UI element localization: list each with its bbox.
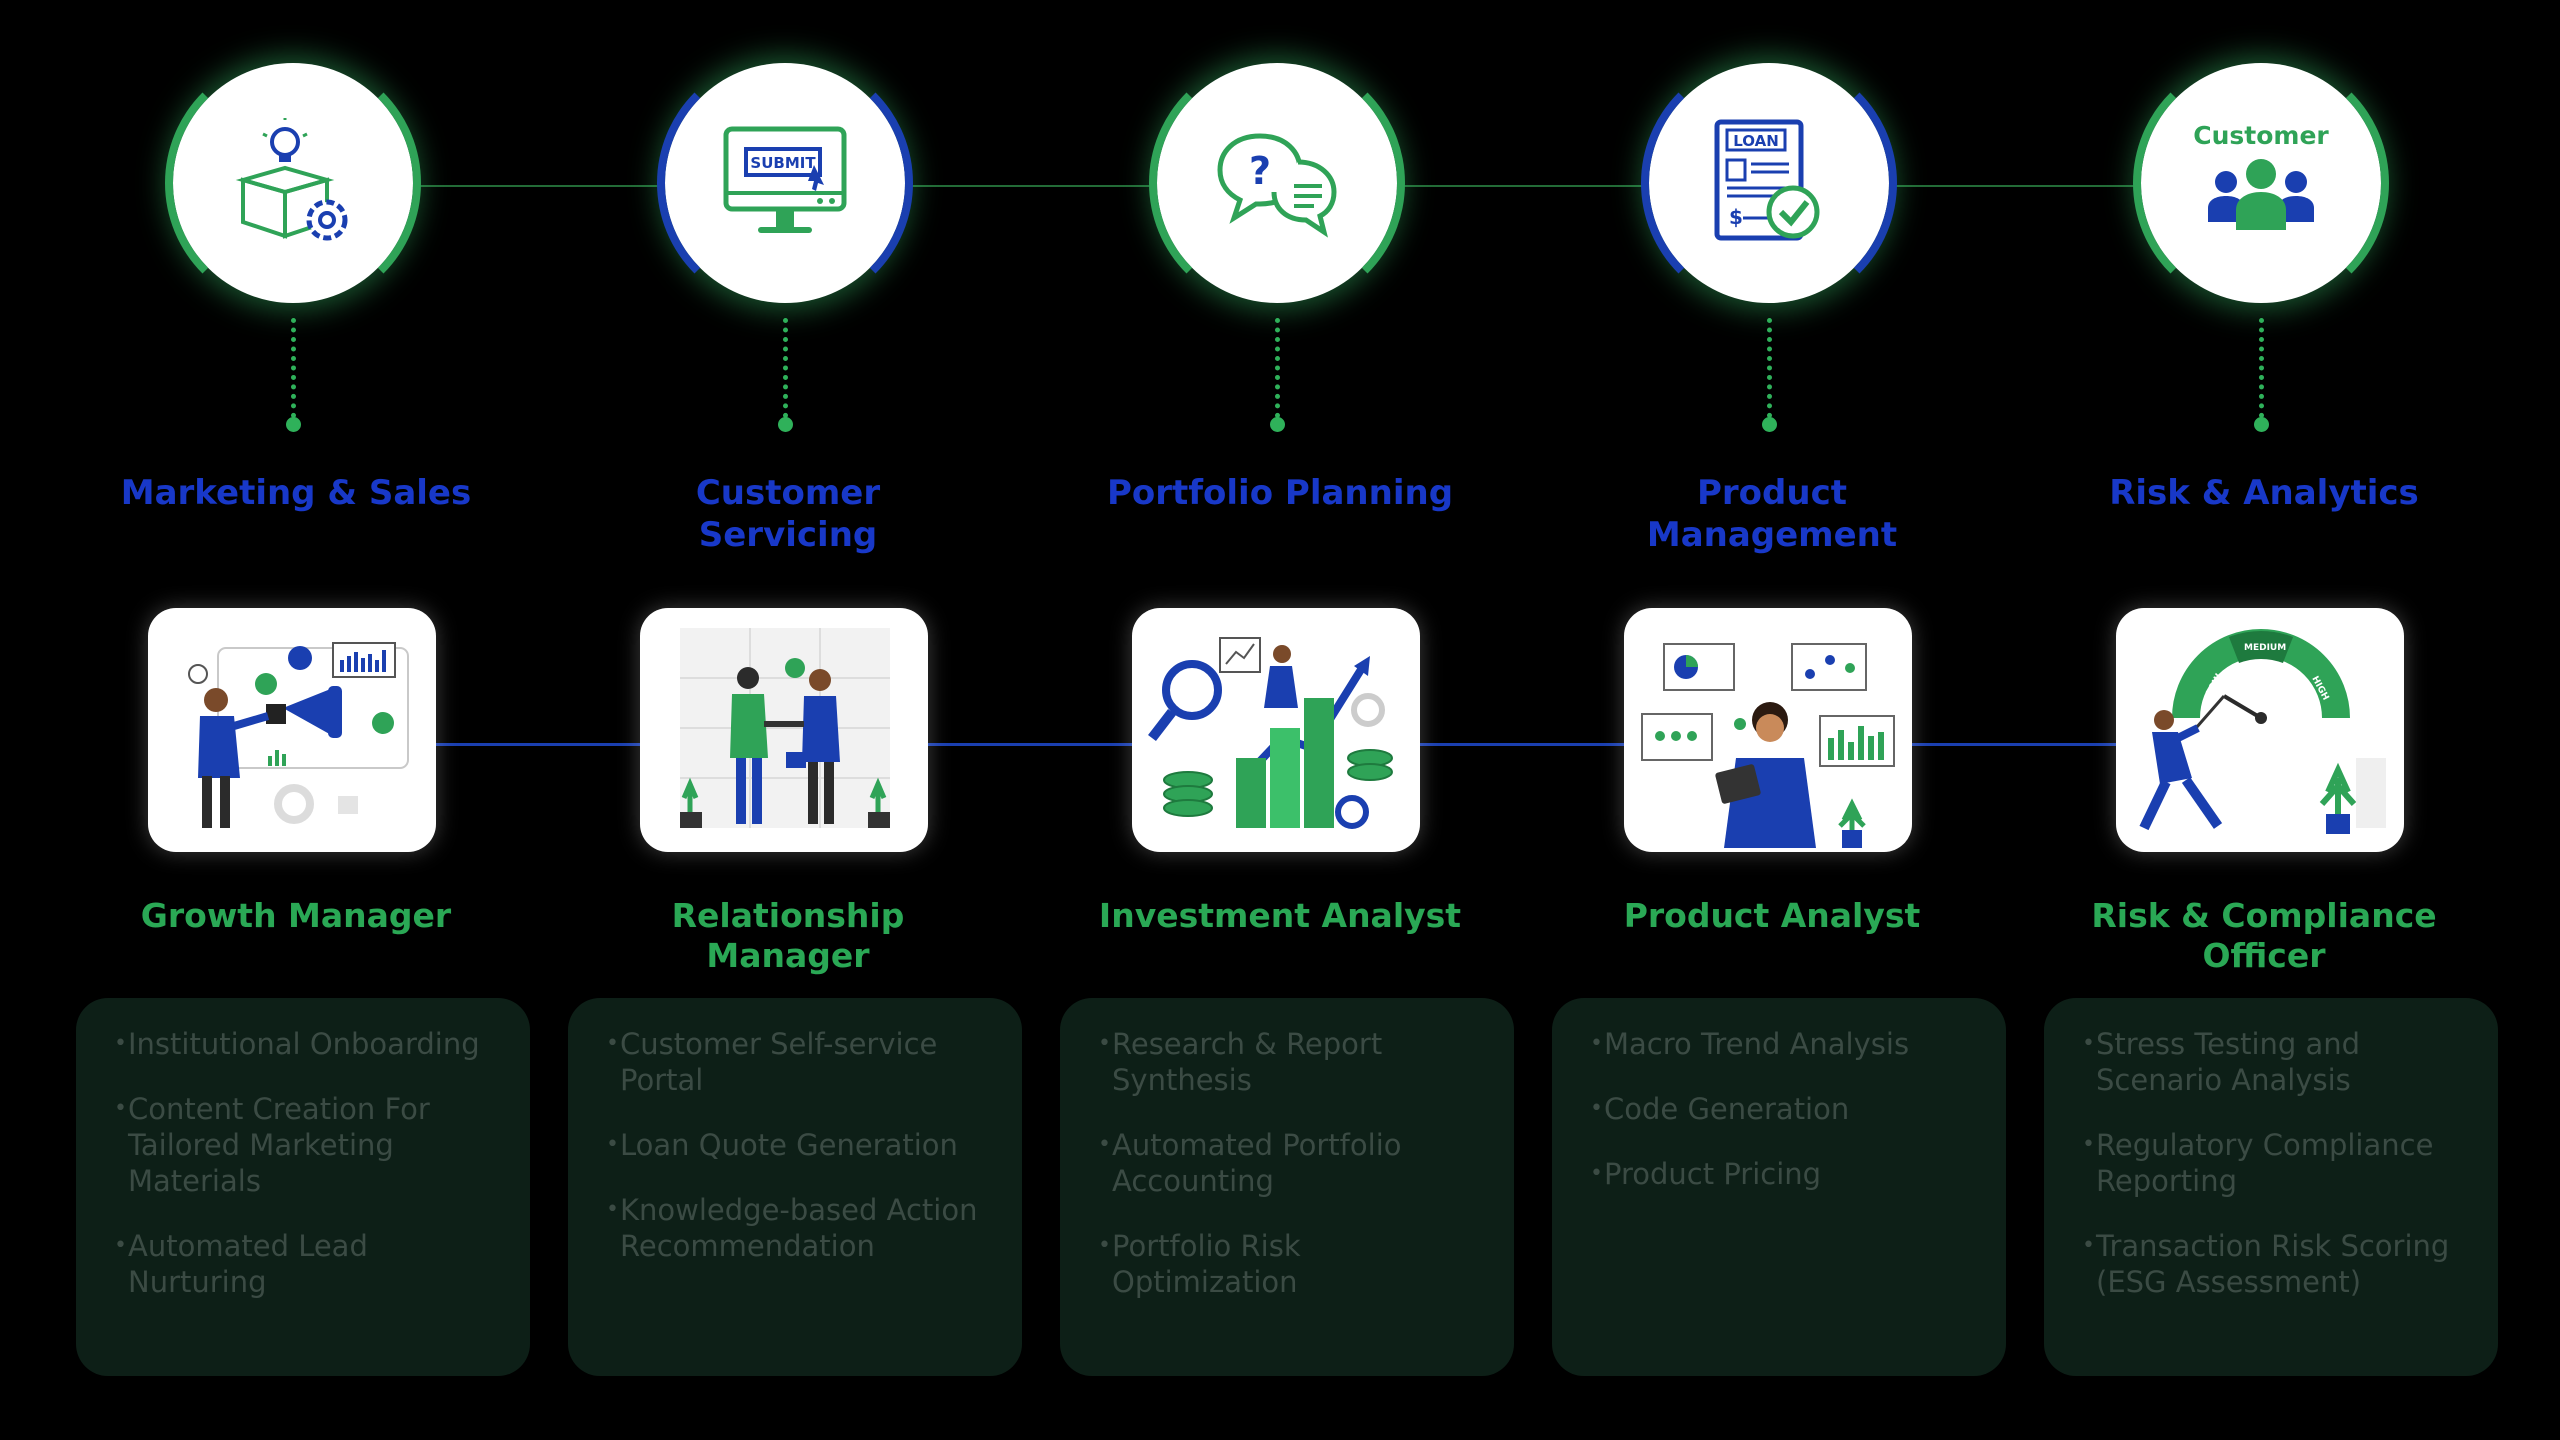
capability-item: Knowledge-based Action Recommendation [606, 1192, 996, 1264]
role-title: Investment Analyst [1098, 896, 1462, 935]
risk-gauge-illustration: LOW MEDIUM HIGH [2116, 608, 2404, 852]
capability-item: Customer Self-service Portal [606, 1026, 996, 1098]
capability-item: Portfolio Risk Optimization [1098, 1228, 1488, 1300]
column-product-management: LOAN $ Product Management [1532, 0, 2012, 1440]
area-title: Risk & Analytics [2109, 473, 2419, 513]
role-title: Risk & Compliance Officer [2091, 896, 2437, 975]
capability-item: Transaction Risk Scoring (ESG Assessment… [2082, 1228, 2472, 1300]
area-icon-circle: LOAN $ [1641, 55, 1897, 311]
connector-dot [778, 417, 793, 432]
role-title: Growth Manager [140, 896, 452, 935]
column-portfolio-planning: ? Portfolio Planning Inve [1040, 0, 1520, 1440]
capability-item: Product Pricing [1590, 1156, 1980, 1192]
capability-item: Stress Testing and Scenario Analysis [2082, 1026, 2472, 1098]
area-icon-circle: Customer [2133, 55, 2389, 311]
dotted-connector [2259, 318, 2264, 418]
capability-item: Automated Lead Nurturing [114, 1228, 504, 1300]
dotted-connector [1767, 318, 1772, 418]
capability-card: Customer Self-service Portal Loan Quote … [568, 998, 1022, 1376]
handshake-illustration [640, 608, 928, 852]
dotted-connector [783, 318, 788, 418]
column-marketing-sales: Marketing & Sales Growth Manager Institu… [56, 0, 536, 1440]
capability-item: Institutional Onboarding [114, 1026, 504, 1062]
capability-card: Macro Trend Analysis Code Generation Pro… [1552, 998, 2006, 1376]
area-icon-circle: SUBMIT [657, 55, 913, 311]
analyst-dashboard-illustration [1624, 608, 1912, 852]
column-customer-servicing: SUBMIT Customer Servicing [548, 0, 1028, 1440]
role-title: Relationship Manager [671, 896, 905, 975]
dotted-connector [1275, 318, 1280, 418]
connector-dot [1762, 417, 1777, 432]
area-title: Product Management [1646, 473, 1898, 555]
role-title: Product Analyst [1623, 896, 1921, 935]
capability-item: Loan Quote Generation [606, 1127, 996, 1163]
capability-item: Content Creation For Tailored Marketing … [114, 1091, 504, 1199]
capability-item: Regulatory Compliance Reporting [2082, 1127, 2472, 1199]
area-icon-circle: ? [1149, 55, 1405, 311]
column-risk-analytics: Customer Risk & Analytics LOW MEDIUM HIG… [2024, 0, 2504, 1440]
connector-dot [286, 417, 301, 432]
connector-dot [1270, 417, 1285, 432]
capability-card: Institutional Onboarding Content Creatio… [76, 998, 530, 1376]
dotted-connector [291, 318, 296, 418]
investment-growth-illustration [1132, 608, 1420, 852]
capability-item: Research & Report Synthesis [1098, 1026, 1488, 1098]
area-title: Marketing & Sales [120, 473, 472, 513]
area-title: Customer Servicing [695, 473, 881, 555]
svg-text:MEDIUM: MEDIUM [2244, 643, 2286, 653]
marketing-megaphone-illustration [148, 608, 436, 852]
capability-item: Automated Portfolio Accounting [1098, 1127, 1488, 1199]
capability-card: Research & Report Synthesis Automated Po… [1060, 998, 1514, 1376]
capability-item: Code Generation [1590, 1091, 1980, 1127]
area-title: Portfolio Planning [1106, 473, 1454, 513]
area-icon-circle [165, 55, 421, 311]
connector-dot [2254, 417, 2269, 432]
capability-card: Stress Testing and Scenario Analysis Reg… [2044, 998, 2498, 1376]
capability-item: Macro Trend Analysis [1590, 1026, 1980, 1062]
